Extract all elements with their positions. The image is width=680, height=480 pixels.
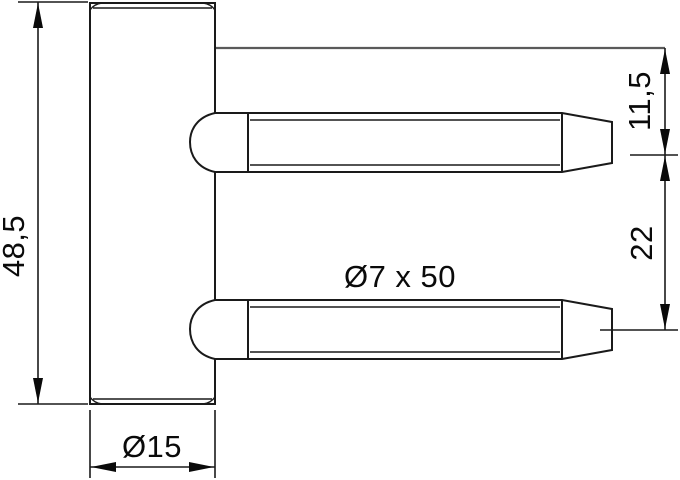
- dimension-label-plate-width: Ø15: [122, 429, 182, 464]
- dimension-plate-height: 48,5: [0, 1, 88, 405]
- dimension-pin-spacing: 22: [600, 155, 678, 331]
- dimension-top-offset: 11,5: [622, 48, 678, 156]
- dimension-label-plate-height: 48,5: [0, 215, 31, 277]
- upper-dowel-pin: [188, 112, 613, 173]
- dimension-label-pin-spacing: 22: [624, 225, 659, 260]
- annotation-pin-spec: Ø7 x 50: [344, 259, 456, 294]
- dimension-plate-width: Ø15: [89, 410, 216, 478]
- annotation-label-pin-spec: Ø7 x 50: [344, 259, 456, 294]
- dimension-label-top-offset: 11,5: [622, 71, 657, 131]
- mounting-plate: [89, 2, 216, 405]
- lower-dowel-pin: [188, 299, 613, 360]
